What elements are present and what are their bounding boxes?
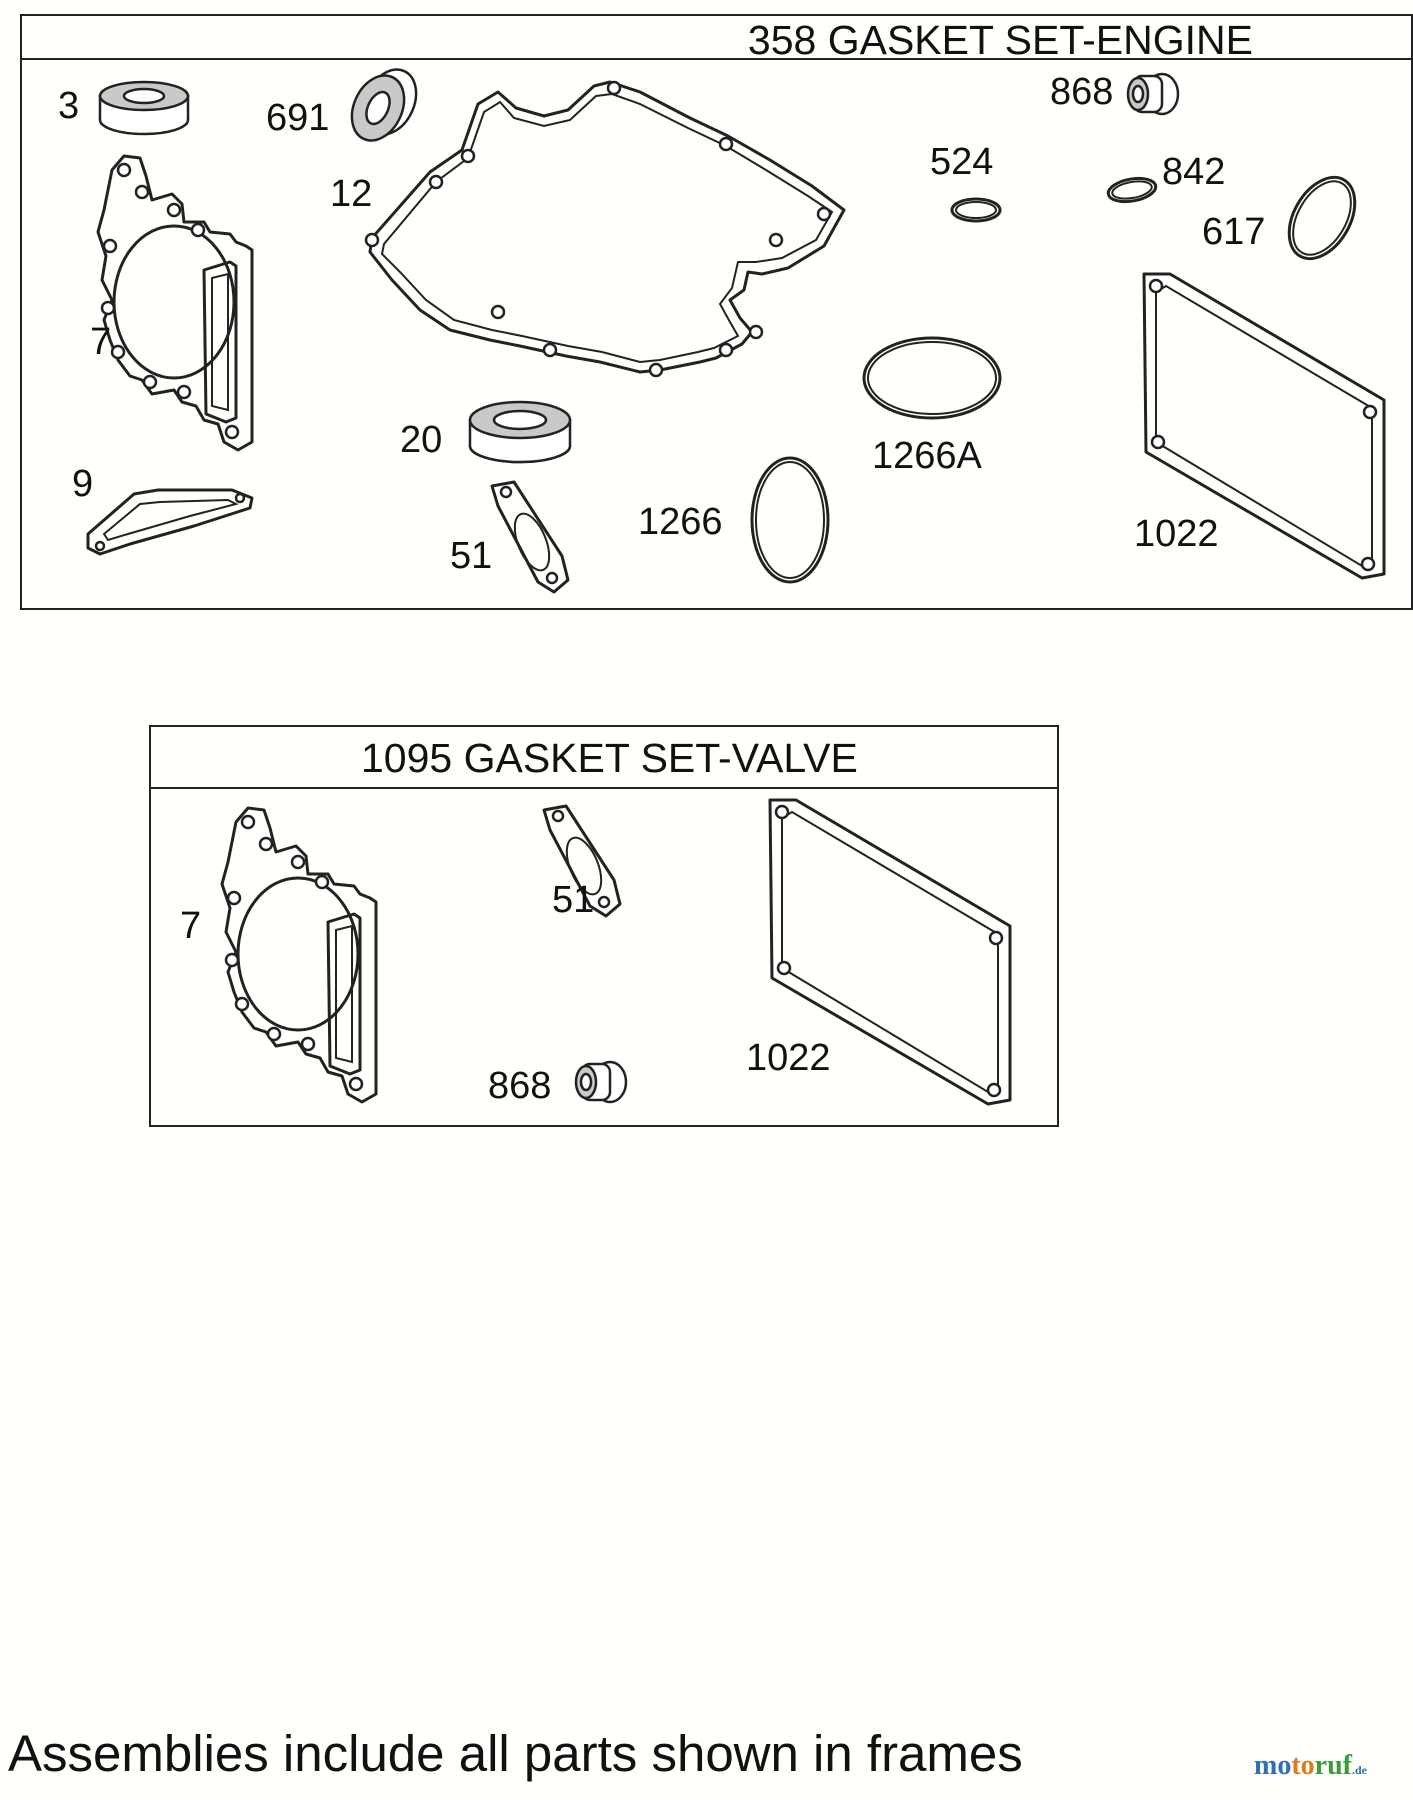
frame-title-bar: 1095 GASKET SET-VALVE bbox=[151, 727, 1057, 789]
callout: 7 bbox=[180, 905, 201, 947]
part-617-oring bbox=[1287, 175, 1357, 261]
callout: 12 bbox=[330, 173, 372, 215]
watermark-logo: motoruf.de bbox=[1254, 1750, 1367, 1781]
callout: 1022 bbox=[1134, 513, 1219, 555]
callout: 617 bbox=[1202, 211, 1265, 253]
gasket-set-valve-title: 1095 GASKET SET-VALVE bbox=[361, 735, 858, 781]
part-1266A-oring bbox=[862, 336, 1002, 420]
callout: 691 bbox=[266, 97, 329, 139]
callout: 3 bbox=[58, 85, 79, 127]
callout: 524 bbox=[930, 141, 993, 183]
callout: 868 bbox=[1050, 71, 1113, 113]
part-3-seal bbox=[98, 80, 190, 136]
part-7-head-gasket bbox=[220, 806, 378, 1104]
callout: 1266A bbox=[872, 435, 983, 477]
callout: 51 bbox=[552, 879, 594, 921]
callout: 51 bbox=[450, 535, 492, 577]
gasket-set-engine-frame: 358 GASKET SET-ENGINE bbox=[20, 14, 1413, 610]
gasket-set-valve-frame: 1095 GASKET SET-VALVE bbox=[149, 725, 1059, 1127]
part-524-oring bbox=[950, 197, 1002, 223]
part-51-intake-gasket bbox=[490, 480, 570, 594]
gasket-set-engine-title: 358 GASKET SET-ENGINE bbox=[747, 17, 1253, 63]
part-868-valve-seal bbox=[1126, 72, 1180, 116]
part-7-head-gasket bbox=[96, 154, 254, 452]
callout: 868 bbox=[488, 1065, 551, 1107]
part-868-valve-seal bbox=[574, 1060, 628, 1104]
callout: 9 bbox=[72, 463, 93, 505]
part-20-seal bbox=[468, 400, 572, 464]
callout: 842 bbox=[1162, 151, 1225, 193]
assemblies-footnote: Assemblies include all parts shown in fr… bbox=[8, 1725, 1023, 1782]
callout: 1266 bbox=[638, 501, 723, 543]
frame-title-bar: 358 GASKET SET-ENGINE bbox=[22, 16, 1411, 63]
part-842-oring bbox=[1106, 176, 1158, 204]
callout: 1022 bbox=[746, 1037, 831, 1079]
part-691-seal bbox=[350, 68, 418, 142]
callout: 20 bbox=[400, 419, 442, 461]
callout: 7 bbox=[90, 321, 111, 363]
part-1266-oring bbox=[750, 456, 830, 584]
part-12-crankcase-gasket bbox=[364, 80, 846, 378]
part-9-gasket bbox=[86, 488, 254, 556]
